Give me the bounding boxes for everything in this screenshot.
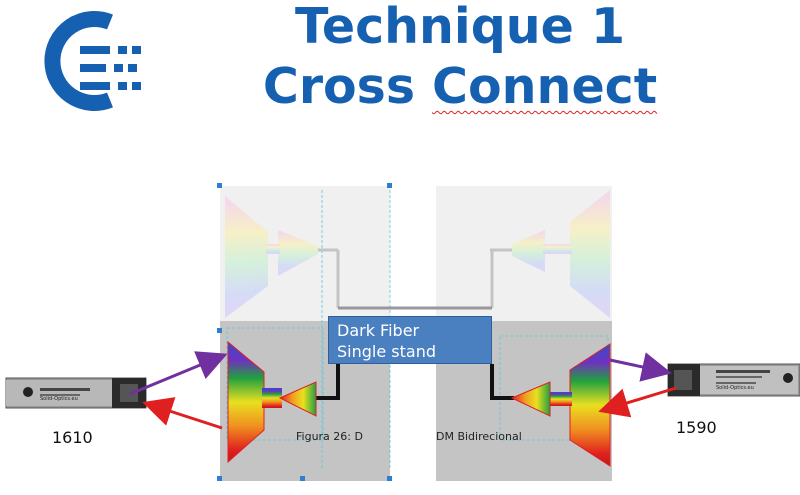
slide-title-line1: Technique 1 [180, 0, 740, 56]
sfp-brand-left: Solid-Optics.eu [40, 396, 78, 402]
callout-line2: Single stand [337, 342, 436, 361]
dark-fiber-path [316, 364, 514, 400]
title-text: Technique 1 [294, 0, 626, 55]
figure-caption-right: DM Bidirecional [436, 430, 522, 443]
signal-arrows [129, 351, 677, 430]
wavelength-label-right: 1590 [676, 418, 717, 437]
title-word-connect: Connect [432, 58, 658, 115]
wavelength-prism-icon [227, 340, 317, 464]
company-logo-icon [44, 11, 141, 111]
callout-line1: Dark Fiber [337, 321, 420, 340]
wavelength-prism-icon [510, 343, 611, 467]
wavelength-label-left: 1610 [52, 428, 93, 447]
dark-fiber-callout[interactable]: Dark Fiber Single stand [328, 316, 492, 364]
sfp-transceiver-icon [667, 363, 800, 397]
selection-handles[interactable] [217, 183, 392, 481]
faint-prism-right [490, 190, 610, 318]
title-word-cross: Cross [262, 58, 415, 115]
sfp-transceiver-icon [5, 377, 147, 409]
sfp-brand-right: Solid-Optics.eu [716, 385, 754, 391]
faint-prism-left [225, 196, 340, 318]
figure-caption-left: Figura 26: D [296, 430, 363, 443]
slide-title-line2: Cross Connect [180, 58, 740, 116]
